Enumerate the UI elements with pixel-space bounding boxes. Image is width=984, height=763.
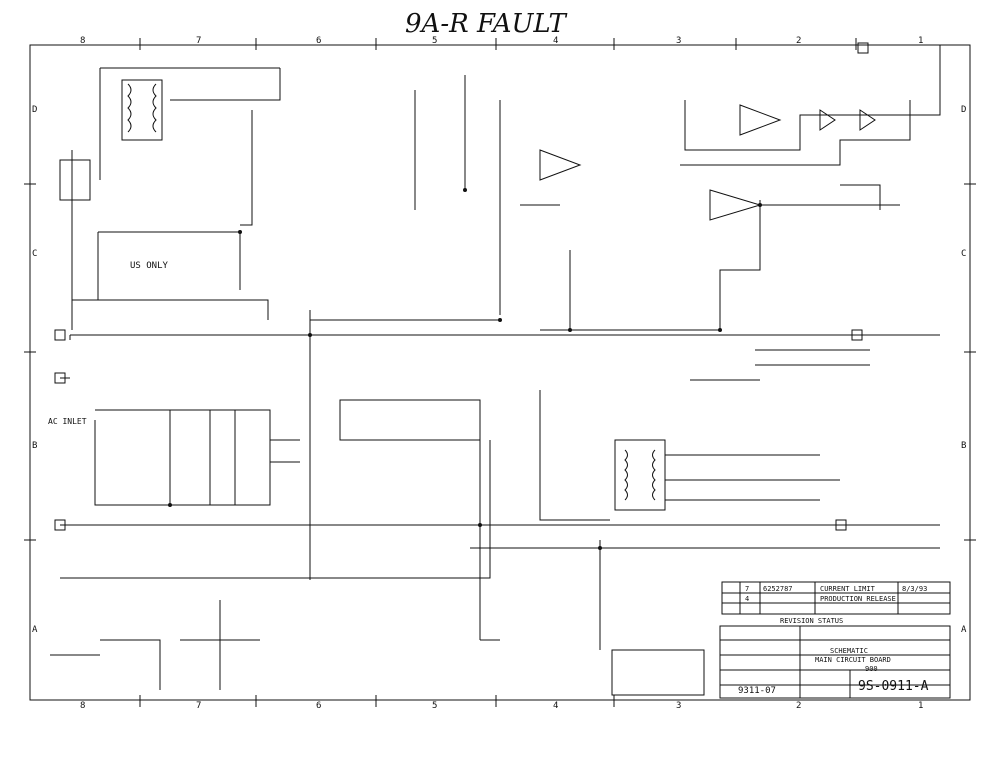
rev-row-2-rev: 4 bbox=[745, 595, 749, 603]
title-block bbox=[611, 625, 951, 699]
border-top-labels: 8 7 6 5 4 3 2 1 bbox=[80, 36, 923, 46]
border-left-labels: D C B A bbox=[32, 105, 38, 635]
col-label-6: 6 bbox=[316, 36, 321, 46]
row-label-a-right: A bbox=[961, 625, 967, 635]
col-label-4-bottom: 4 bbox=[553, 701, 558, 711]
revision-rows: 7 6252787 CURRENT LIMIT 8/3/93 4 PRODUCT… bbox=[745, 585, 927, 625]
handwritten-title: 9A-R FAULT bbox=[405, 9, 568, 39]
assembly-number: 9311-07 bbox=[738, 686, 776, 696]
row-label-b-left: B bbox=[32, 441, 37, 451]
border-ticks bbox=[24, 38, 976, 707]
row-label-c-right: C bbox=[961, 249, 966, 259]
col-label-5: 5 bbox=[432, 36, 437, 46]
col-label-7-bottom: 7 bbox=[196, 701, 201, 711]
row-label-c-left: C bbox=[32, 249, 37, 259]
col-label-1: 1 bbox=[918, 36, 923, 46]
col-label-8-bottom: 8 bbox=[80, 701, 85, 711]
col-label-8: 8 bbox=[80, 36, 85, 46]
row-label-d-left: D bbox=[32, 105, 37, 115]
wiring bbox=[50, 45, 941, 690]
ac-inlet-note: AC INLET bbox=[48, 417, 87, 426]
model-number: 900 bbox=[865, 665, 878, 673]
drawing-border bbox=[29, 44, 971, 701]
rev-row-1-rev: 7 bbox=[745, 585, 749, 593]
title-line-1: SCHEMATIC bbox=[830, 647, 868, 655]
drawing-number: 9S-0911-A bbox=[858, 679, 929, 694]
row-label-b-right: B bbox=[961, 441, 966, 451]
border-bottom-labels: 8 7 6 5 4 3 2 1 bbox=[80, 701, 923, 711]
revision-table bbox=[721, 581, 951, 615]
connectors bbox=[54, 42, 869, 531]
title-block-text: SCHEMATIC MAIN CIRCUIT BOARD 900 9S-0911… bbox=[738, 647, 929, 696]
rev-row-2-description: PRODUCTION RELEASE bbox=[820, 595, 896, 603]
row-label-a-left: A bbox=[32, 625, 38, 635]
col-label-3: 3 bbox=[676, 36, 681, 46]
border-right-labels: D C B A bbox=[961, 105, 967, 635]
col-label-7: 7 bbox=[196, 36, 201, 46]
col-label-2: 2 bbox=[796, 36, 801, 46]
col-label-6-bottom: 6 bbox=[316, 701, 321, 711]
row-label-d-right: D bbox=[961, 105, 966, 115]
col-label-1-bottom: 1 bbox=[918, 701, 923, 711]
col-label-5-bottom: 5 bbox=[432, 701, 437, 711]
junction-dots bbox=[168, 188, 762, 550]
rev-row-1-description: CURRENT LIMIT bbox=[820, 585, 876, 593]
revision-status-header: REVISION STATUS bbox=[780, 617, 843, 625]
rev-row-1-date: 8/3/93 bbox=[902, 585, 927, 593]
col-label-4: 4 bbox=[553, 36, 558, 46]
title-line-2: MAIN CIRCUIT BOARD bbox=[815, 656, 891, 664]
col-label-3-bottom: 3 bbox=[676, 701, 681, 711]
us-only-note: US ONLY bbox=[130, 261, 169, 271]
rev-row-1-eco: 6252787 bbox=[763, 585, 793, 593]
col-label-2-bottom: 2 bbox=[796, 701, 801, 711]
